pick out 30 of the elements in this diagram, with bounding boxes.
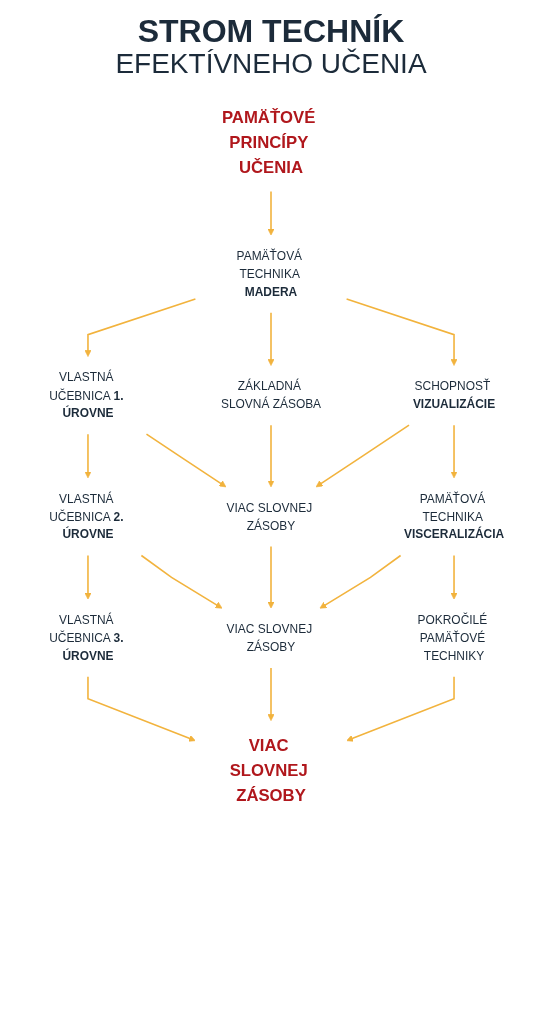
- arrow: [267, 424, 275, 488]
- arrow: [267, 190, 275, 236]
- arrow: [345, 298, 458, 366]
- arrow: [84, 554, 92, 600]
- node-text: VLASTNÁ UČEBNICA 1. ÚROVNE: [49, 370, 124, 420]
- arrow: [319, 554, 402, 609]
- node-text: POKROČILÉ PAMÄŤOVÉ TECHNIKY: [417, 612, 488, 663]
- arrow: [84, 433, 92, 479]
- node-text: VIAC SLOVNEJ ZÁSOBY: [229, 735, 308, 805]
- node-text: SCHOPNOSŤ VIZUALIZÁCIE: [412, 379, 496, 411]
- node-text: PAMÄŤOVÁ TECHNIKA VISCERALIZÁCIA: [403, 491, 505, 541]
- arrow: [84, 298, 197, 357]
- node-text: ZÁKLADNÁ SLOVNÁ ZÁSOBA: [220, 379, 322, 411]
- arrow: [267, 312, 275, 366]
- arrow: [267, 545, 275, 609]
- node-text: VLASTNÁ UČEBNICA 3. ÚROVNE: [49, 612, 124, 663]
- diagram-title: STROM TECHNÍK EFEKTÍVNEHO UČENIA: [114, 14, 428, 80]
- arrow: [87, 676, 196, 742]
- node-text: VLASTNÁ UČEBNICA 2. ÚROVNE: [49, 491, 124, 541]
- node-text: PAMÄŤOVÁ TECHNIKA MADERA: [236, 248, 303, 299]
- arrow: [450, 554, 458, 600]
- arrow: [267, 667, 275, 721]
- arrow: [145, 433, 227, 488]
- arrow: [450, 424, 458, 479]
- node-text: VIAC SLOVNEJ ZÁSOBY: [226, 621, 313, 654]
- arrow: [140, 554, 223, 609]
- node-text: PAMÄŤOVÉ PRINCÍPY UČENIA: [221, 107, 316, 176]
- arrow: [315, 424, 410, 488]
- arrow: [346, 676, 455, 742]
- node-text: VIAC SLOVNEJ ZÁSOBY: [226, 500, 313, 532]
